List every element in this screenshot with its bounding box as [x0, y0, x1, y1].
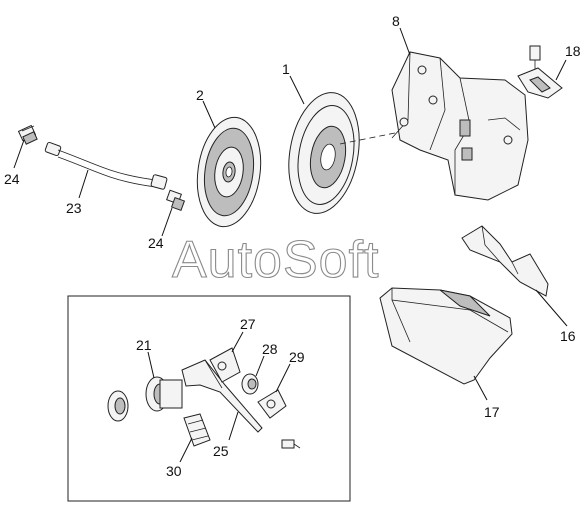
leader-30: [179, 437, 193, 463]
cover-17: [379, 287, 513, 385]
watermark-logo: AutoSoft: [172, 231, 379, 289]
leader-8: [399, 27, 411, 56]
leader-2: [202, 100, 216, 129]
callout-1: 1: [282, 61, 290, 77]
leader-24b: [161, 207, 173, 237]
callout-8: 8: [392, 13, 400, 29]
flange-29: [257, 389, 287, 419]
shield-16: [461, 225, 549, 297]
callout-24-lower: 24: [148, 235, 164, 251]
callout-29: 29: [289, 349, 305, 365]
hose-23: [44, 141, 168, 190]
clutch-disc-2: [196, 116, 262, 228]
callout-30: 30: [166, 463, 182, 479]
callout-23: 23: [66, 200, 82, 216]
callout-16: 16: [560, 328, 576, 344]
release-fork-25: [181, 359, 263, 433]
release-bearing-21: [107, 376, 183, 422]
leader-29: [275, 363, 291, 393]
inset-frame: [67, 295, 351, 502]
leader-23: [78, 169, 89, 199]
callout-17: 17: [484, 404, 500, 420]
bushing-28: [241, 373, 259, 395]
leader-28: [255, 355, 265, 377]
fitting-24-lower: [166, 189, 186, 212]
callout-27: 27: [240, 316, 256, 332]
pressure-plate-1: [288, 92, 360, 214]
pin-25: [281, 439, 301, 449]
alignment-axis: [339, 131, 401, 145]
bracket-27: [209, 347, 241, 383]
leader-17: [473, 375, 488, 401]
leader-16: [535, 289, 568, 327]
leader-24a: [13, 139, 25, 169]
leader-21: [147, 351, 155, 379]
leader-25: [228, 411, 239, 441]
leader-18: [555, 59, 567, 81]
boot-30: [183, 413, 211, 447]
bell-housing-8: [391, 51, 529, 201]
cover-18: [517, 45, 563, 99]
callout-18: 18: [565, 43, 581, 59]
callout-28: 28: [262, 341, 278, 357]
leader-1: [289, 75, 305, 105]
callout-21: 21: [136, 337, 152, 353]
leader-27: [231, 331, 244, 353]
callout-24-upper: 24: [4, 171, 20, 187]
fitting-24-upper: [17, 124, 38, 145]
callout-25: 25: [213, 443, 229, 459]
callout-2: 2: [196, 87, 204, 103]
